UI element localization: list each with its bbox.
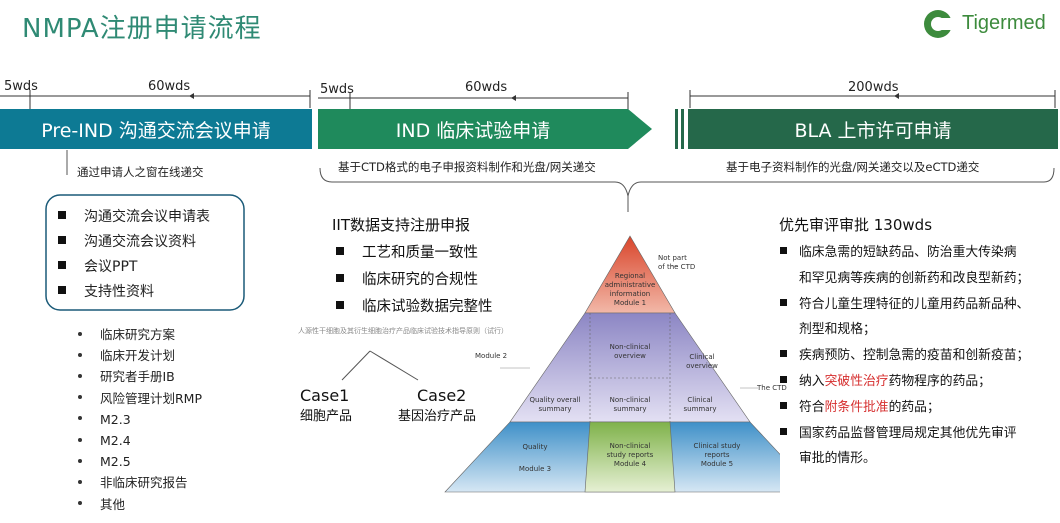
ctd-pyramid	[444, 235, 780, 493]
list-item: M2.5	[78, 451, 202, 472]
list-item: 国家药品监督管理局规定其他优先审评	[780, 421, 1058, 447]
list-item: 临床急需的短缺药品、防治重大传染病	[780, 240, 1058, 266]
the-ctd-label: The CTD	[757, 384, 787, 392]
priority-heading: 优先审评审批 130wds	[779, 216, 933, 234]
tigermed-logo-icon	[924, 10, 954, 38]
bla-days-label: 200wds	[848, 80, 899, 95]
list-item: 符合附条件批准的药品；	[780, 395, 1058, 421]
list-item: 符合儿童生理特征的儿童用药品新品种、	[780, 292, 1058, 318]
case1-title: Case1	[300, 386, 350, 405]
list-item: M2.4	[78, 430, 202, 451]
iit-list: 工艺和质量一致性 临床研究的合规性 临床试验数据完整性	[336, 240, 493, 321]
case2-subtitle: 基因治疗产品	[398, 409, 477, 424]
module2-label: Module 2	[475, 352, 508, 360]
list-item: 非临床研究报告	[78, 472, 202, 493]
list-item: 其他	[78, 494, 202, 515]
list-item: 临床研究的合规性	[336, 267, 493, 294]
list-item: 风险管理计划RMP	[78, 388, 202, 409]
list-item: 纳入突破性治疗药物程序的药品；	[780, 369, 1058, 395]
list-item: 沟通交流会议资料	[58, 230, 210, 255]
guideline-note: 人源性干细胞及其衍生细胞治疗产品临床试验技术指导原则（试行）	[298, 327, 508, 335]
bla-subtitle: 基于电子资料制作的光盘/网关递交以及eCTD递交	[726, 160, 980, 174]
pre-ind-subtitle: 通过申请人之窗在线递交	[77, 165, 204, 179]
pre-ind-days-label: 60wds	[148, 79, 191, 94]
list-item: 临床试验数据完整性	[336, 294, 493, 321]
list-item: 研究者手册IB	[78, 366, 202, 387]
priority-list: 临床急需的短缺药品、防治重大传染病 和罕见病等疾病的创新药和改良型新药； 符合儿…	[780, 240, 1058, 472]
list-item: 工艺和质量一致性	[336, 240, 493, 267]
ind-days-label: 60wds	[465, 80, 508, 95]
list-item: 疾病预防、控制急需的疫苗和创新疫苗；	[780, 343, 1058, 369]
pre-ind-phase: Pre-IND 沟通交流会议申请	[41, 119, 271, 142]
bla-phase: BLA 上市许可申请	[794, 119, 952, 142]
ind-phase: IND 临床试验申请	[395, 119, 551, 142]
pre-ind-material-list: 临床研究方案 临床开发计划 研究者手册IB 风险管理计划RMP M2.3 M2.…	[78, 324, 202, 515]
list-item: 会议PPT	[58, 255, 210, 280]
list-item: 剂型和规格；	[799, 322, 876, 338]
pre-ind-box-list: 沟通交流会议申请表 沟通交流会议资料 会议PPT 支持性资料	[58, 205, 210, 305]
list-item: 沟通交流会议申请表	[58, 205, 210, 230]
list-item: 临床研究方案	[78, 324, 202, 345]
list-item: 支持性资料	[58, 280, 210, 305]
pre-ind-start-label: 5wds	[4, 79, 38, 94]
iit-heading: IIT数据支持注册申报	[332, 216, 471, 234]
list-item: M2.3	[78, 409, 202, 430]
case2-title: Case2	[417, 386, 467, 405]
ind-subtitle: 基于CTD格式的电子申报资料制作和光盘/网关递交	[338, 160, 596, 174]
list-item: 审批的情形。	[799, 451, 876, 467]
case1-subtitle: 细胞产品	[300, 409, 353, 424]
phase-bands	[0, 109, 1058, 149]
page-title: NMPA注册申请流程	[22, 14, 262, 44]
list-item: 临床开发计划	[78, 345, 202, 366]
ind-start-label: 5wds	[320, 82, 354, 97]
logo-text: Tigermed	[962, 12, 1046, 34]
list-item: 和罕见病等疾病的创新药和改良型新药；	[799, 270, 1030, 286]
